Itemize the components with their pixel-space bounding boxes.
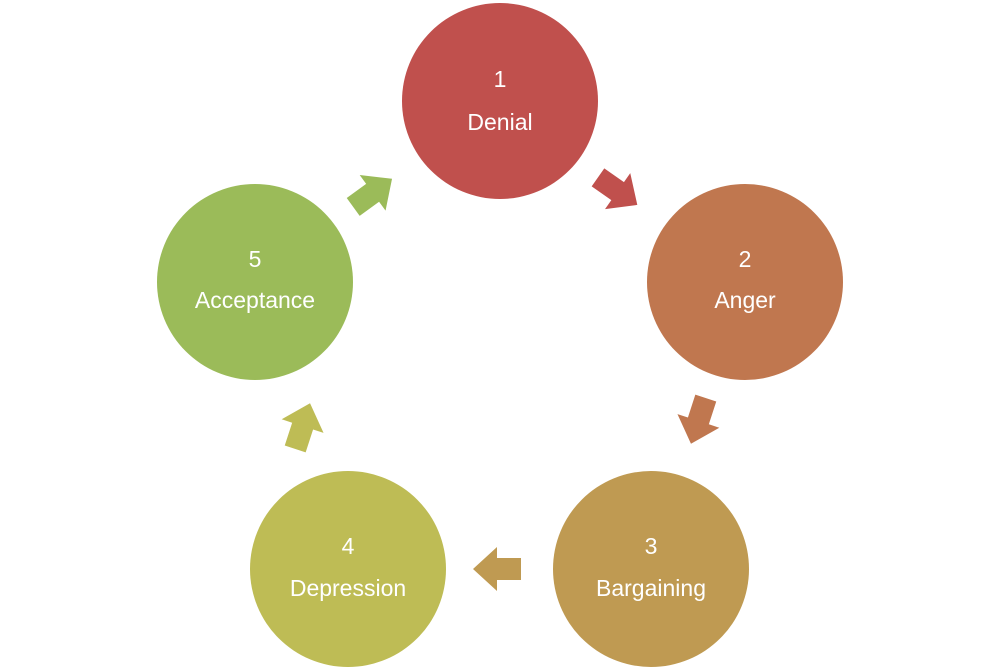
arrow-bargaining-to-depression (473, 547, 521, 591)
stage-node-depression: 4 Depression (250, 471, 446, 667)
stage-node-denial: 1 Denial (402, 3, 598, 199)
stage-number-acceptance: 5 (249, 246, 262, 272)
stage-node-bargaining: 3 Bargaining (553, 471, 749, 667)
stage-number-anger: 2 (739, 246, 752, 272)
arrow-bargaining-to-depression-shape (473, 547, 521, 591)
stage-node-anger: 2 Anger (647, 184, 843, 380)
arrow-denial-to-anger-shape (591, 168, 638, 210)
stage-node-acceptance: 5 Acceptance (157, 184, 353, 380)
stage-label-acceptance: Acceptance (195, 287, 315, 313)
arrow-acceptance-to-denial (346, 175, 393, 216)
stage-circle-bargaining (553, 471, 749, 667)
stage-label-anger: Anger (714, 287, 776, 313)
stage-label-depression: Depression (290, 575, 406, 601)
stage-circle-depression (250, 471, 446, 667)
stage-number-bargaining: 3 (645, 533, 658, 559)
arrow-depression-to-acceptance-shape (281, 403, 324, 453)
arrow-depression-to-acceptance (281, 403, 324, 453)
arrow-anger-to-bargaining-shape (677, 394, 720, 444)
stage-label-denial: Denial (467, 109, 532, 135)
arrow-anger-to-bargaining (677, 394, 720, 444)
arrow-acceptance-to-denial-shape (346, 175, 393, 216)
stage-number-denial: 1 (494, 66, 507, 92)
stage-circle-anger (647, 184, 843, 380)
stage-circle-acceptance (157, 184, 353, 380)
arrow-denial-to-anger (591, 168, 638, 210)
stage-number-depression: 4 (342, 533, 355, 559)
stage-label-bargaining: Bargaining (596, 575, 706, 601)
stage-circle-denial (402, 3, 598, 199)
